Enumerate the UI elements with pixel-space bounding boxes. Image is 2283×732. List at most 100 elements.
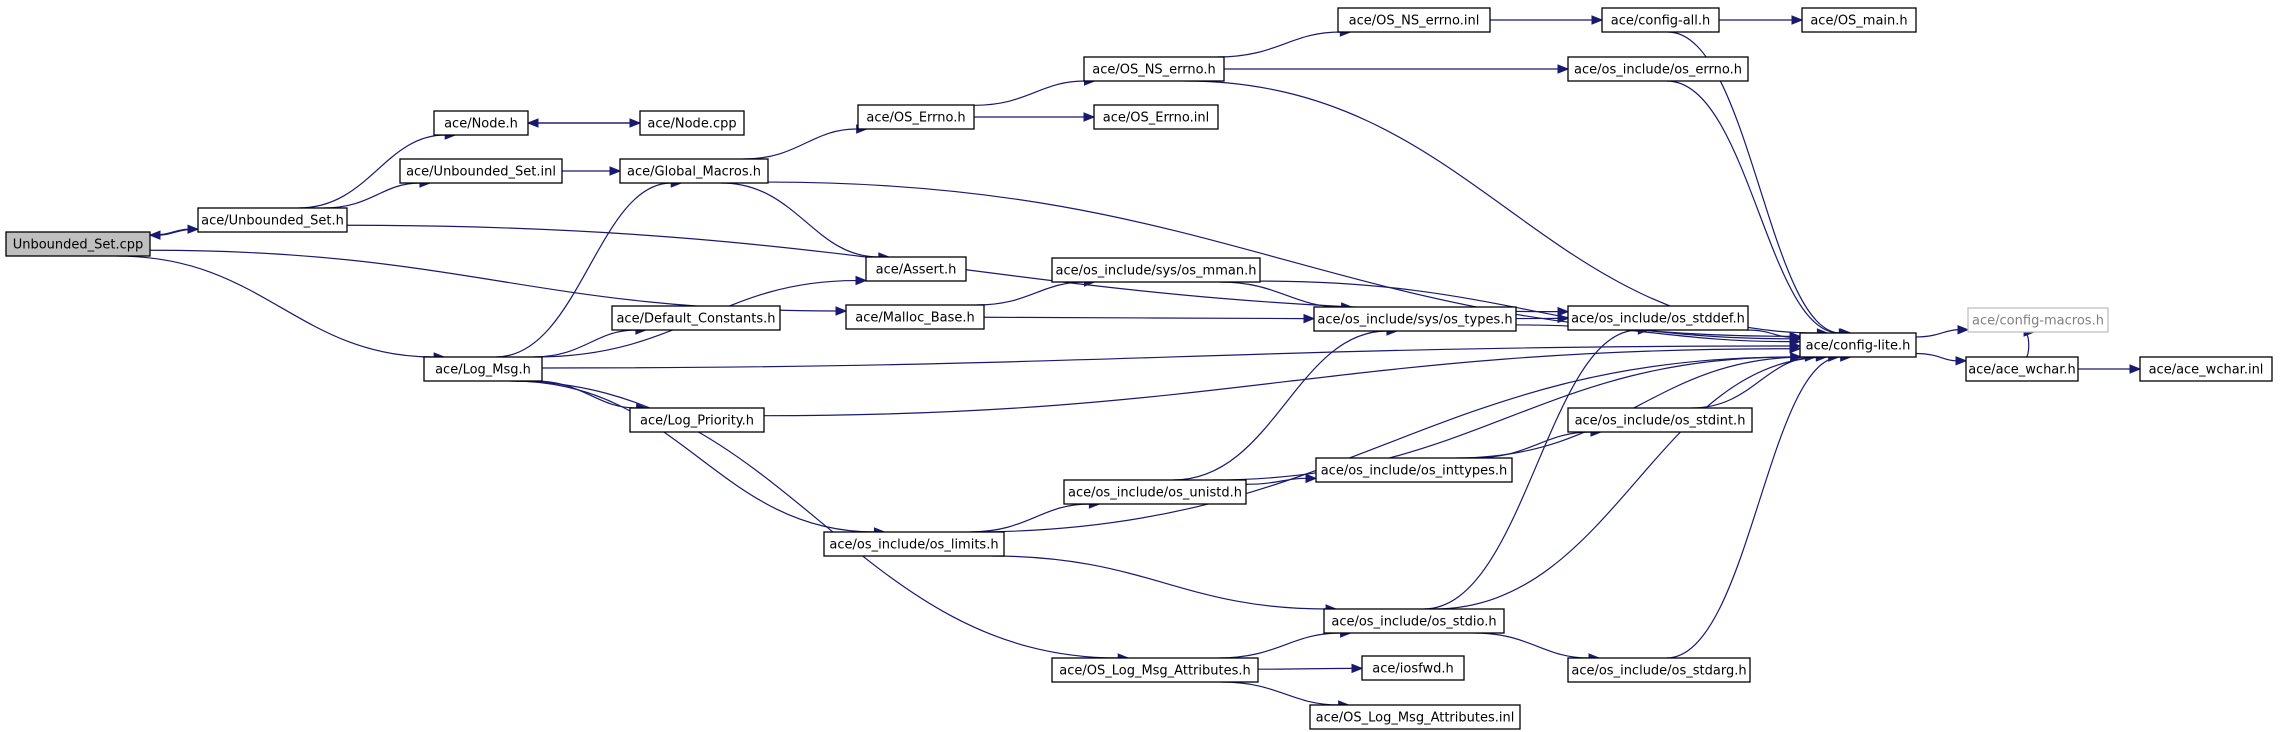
edge-line [1212,356,1791,481]
edge-line [1218,632,1341,659]
node-os-errno-h[interactable]: ace/OS_Errno.h [857,104,975,130]
node-os-stdint-h[interactable]: ace/os_include/os_stdint.h [1567,407,1753,433]
node-label: ace/OS_NS_errno.h [1092,63,1216,78]
node-os-unistd-h[interactable]: ace/os_include/os_unistd.h [1063,479,1247,505]
edge-unbounded-set-cpp-to-malloc-base-h [149,249,848,316]
edge-os-limits-h-to-os-unistd-h [969,499,1101,533]
node-box [1965,356,2079,382]
node-label: ace/OS_Log_Msg_Attributes.h [1059,664,1250,679]
edge-os-stdarg-h-to-config-lite-h [1666,352,1852,659]
node-iosfwd-h[interactable]: ace/iosfwd.h [1361,655,1465,681]
edge-line [1219,281,1342,308]
edge-line [512,380,875,533]
node-os-errno-inl[interactable]: ace/OS_Errno.inl [1093,104,1219,130]
node-os-inttypes-h[interactable]: ace/os_include/os_inttypes.h [1315,457,1513,483]
node-label: ace/Assert.h [876,263,957,278]
edge-arrowhead [526,118,539,128]
node-label: ace/ace_wchar.h [1968,363,2076,378]
edge-line [1473,632,1590,659]
node-os-log-msg-attributes-h[interactable]: ace/OS_Log_Msg_Attributes.h [1051,657,1259,683]
node-os-ns-errno-inl[interactable]: ace/OS_NS_errno.inl [1337,7,1491,33]
node-os-main-h[interactable]: ace/OS_main.h [1801,7,1917,33]
node-label: ace/iosfwd.h [1372,662,1453,677]
node-box [1337,7,1491,33]
edge-line [721,182,879,258]
node-os-stdio-h[interactable]: ace/os_include/os_stdio.h [1323,608,1505,634]
edge-arrowhead [1557,306,1570,317]
node-box [611,305,781,331]
node-os-log-msg-attributes-inl[interactable]: ace/OS_Log_Msg_Attributes.inl [1309,704,1521,730]
graph-nodes: Unbounded_Set.cpp ace/Unbounded_Set.h ace/… [5,7,2273,730]
node-label: ace/config-lite.h [1806,339,1911,354]
edge-os-limits-h-to-os-stdio-h [991,555,1338,614]
node-assert-h[interactable]: ace/Assert.h [865,256,967,282]
edge-os-include-os-errno-h-to-config-lite-h [1666,80,1851,338]
edge-line [1515,324,1791,343]
node-box [1315,457,1513,483]
node-unbounded-set-h[interactable]: ace/Unbounded_Set.h [197,207,348,233]
node-node-h[interactable]: ace/Node.h [433,110,529,136]
edge-line [976,281,1085,306]
edge-arrowhead [1957,324,1970,335]
node-log-priority-h[interactable]: ace/Log_Priority.h [629,407,765,433]
edge-line [983,316,1305,320]
edge-arrowhead [1955,356,1968,366]
node-config-macros-h[interactable]: ace/config-macros.h [1967,307,2109,333]
edge-line [541,345,1791,369]
node-ace-wchar-inl[interactable]: ace/ace_wchar.inl [2139,356,2273,382]
node-unbounded-set-cpp[interactable]: Unbounded_Set.cpp [5,231,151,257]
edge-line [116,255,435,358]
node-label: ace/os_include/os_stdint.h [1575,414,1746,429]
node-malloc-base-h[interactable]: ace/Malloc_Base.h [845,304,985,330]
node-label: ace/Unbounded_Set.inl [406,165,556,180]
node-config-all-h[interactable]: ace/config-all.h [1601,7,1720,33]
node-box [1083,56,1225,82]
node-os-mman-h[interactable]: ace/os_include/sys/os_mman.h [1051,257,1261,283]
node-box [845,304,985,330]
edge-malloc-base-h-to-os-types-h [983,313,1316,324]
node-os-ns-errno-h[interactable]: ace/OS_NS_errno.h [1083,56,1225,82]
edge-ace-wchar-h-to-ace-wchar-inl [2078,364,2142,374]
node-node-cpp[interactable]: ace/Node.cpp [639,110,745,136]
edge-line [970,356,1792,533]
node-default-constants-h[interactable]: ace/Default_Constants.h [611,305,781,331]
node-os-include-os-errno-h[interactable]: ace/os_include/os_errno.h [1567,56,1749,82]
node-log-msg-h[interactable]: ace/Log_Msg.h [423,356,543,382]
node-label: ace/config-all.h [1611,14,1711,29]
node-label: ace/os_include/os_stddef.h [1571,312,1745,327]
edge-line [1667,31,1841,334]
edge-log-msg-h-to-os-log-msg-attributes-h [509,380,1130,663]
node-config-lite-h[interactable]: ace/config-lite.h [1799,332,1917,358]
node-os-limits-h[interactable]: ace/os_include/os_limits.h [823,531,1005,557]
node-label: ace/os_include/os_inttypes.h [1321,464,1508,479]
edge-os-unistd-h-to-os-inttypes-h [1245,473,1318,485]
edge-line [1173,330,1387,481]
node-box [433,110,529,136]
node-global-macros-h[interactable]: ace/Global_Macros.h [619,158,769,184]
node-os-stddef-h[interactable]: ace/os_include/os_stddef.h [1567,305,1749,331]
edge-unbounded-set-cpp-to-log-msg-h [116,255,446,362]
node-box [857,104,975,130]
edge-os-ns-errno-h-to-config-lite-h [1184,80,1829,338]
node-box [1051,657,1259,683]
node-label: ace/OS_main.h [1810,14,1907,29]
edge-arrowhead [1303,313,1316,324]
node-box [1093,104,1219,130]
node-box [1799,332,1917,358]
node-unbounded-set-inl[interactable]: ace/Unbounded_Set.inl [399,158,563,184]
edge-node-cpp-to-node-h [526,118,640,128]
edge-unbounded-set-h-to-unbounded-set-cpp [148,228,199,240]
edge-line [1433,356,1829,610]
node-label: ace/Log_Priority.h [640,414,754,429]
node-label: ace/Global_Macros.h [627,165,761,180]
edge-os-stddef-h-to-config-lite-h [1746,329,1802,342]
node-ace-wchar-h[interactable]: ace/ace_wchar.h [1965,356,2079,382]
node-box [1361,655,1465,681]
edge-line [763,348,1791,417]
node-os-types-h[interactable]: ace/os_include/sys/os_types.h [1313,306,1517,332]
edge-log-priority-h-to-config-lite-h [763,344,1802,417]
node-os-stdarg-h[interactable]: ace/os_include/os_stdarg.h [1567,657,1751,683]
edge-log-msg-h-to-os-limits-h [512,380,886,537]
node-box [1567,407,1753,433]
node-label: ace/Log_Msg.h [435,363,531,378]
